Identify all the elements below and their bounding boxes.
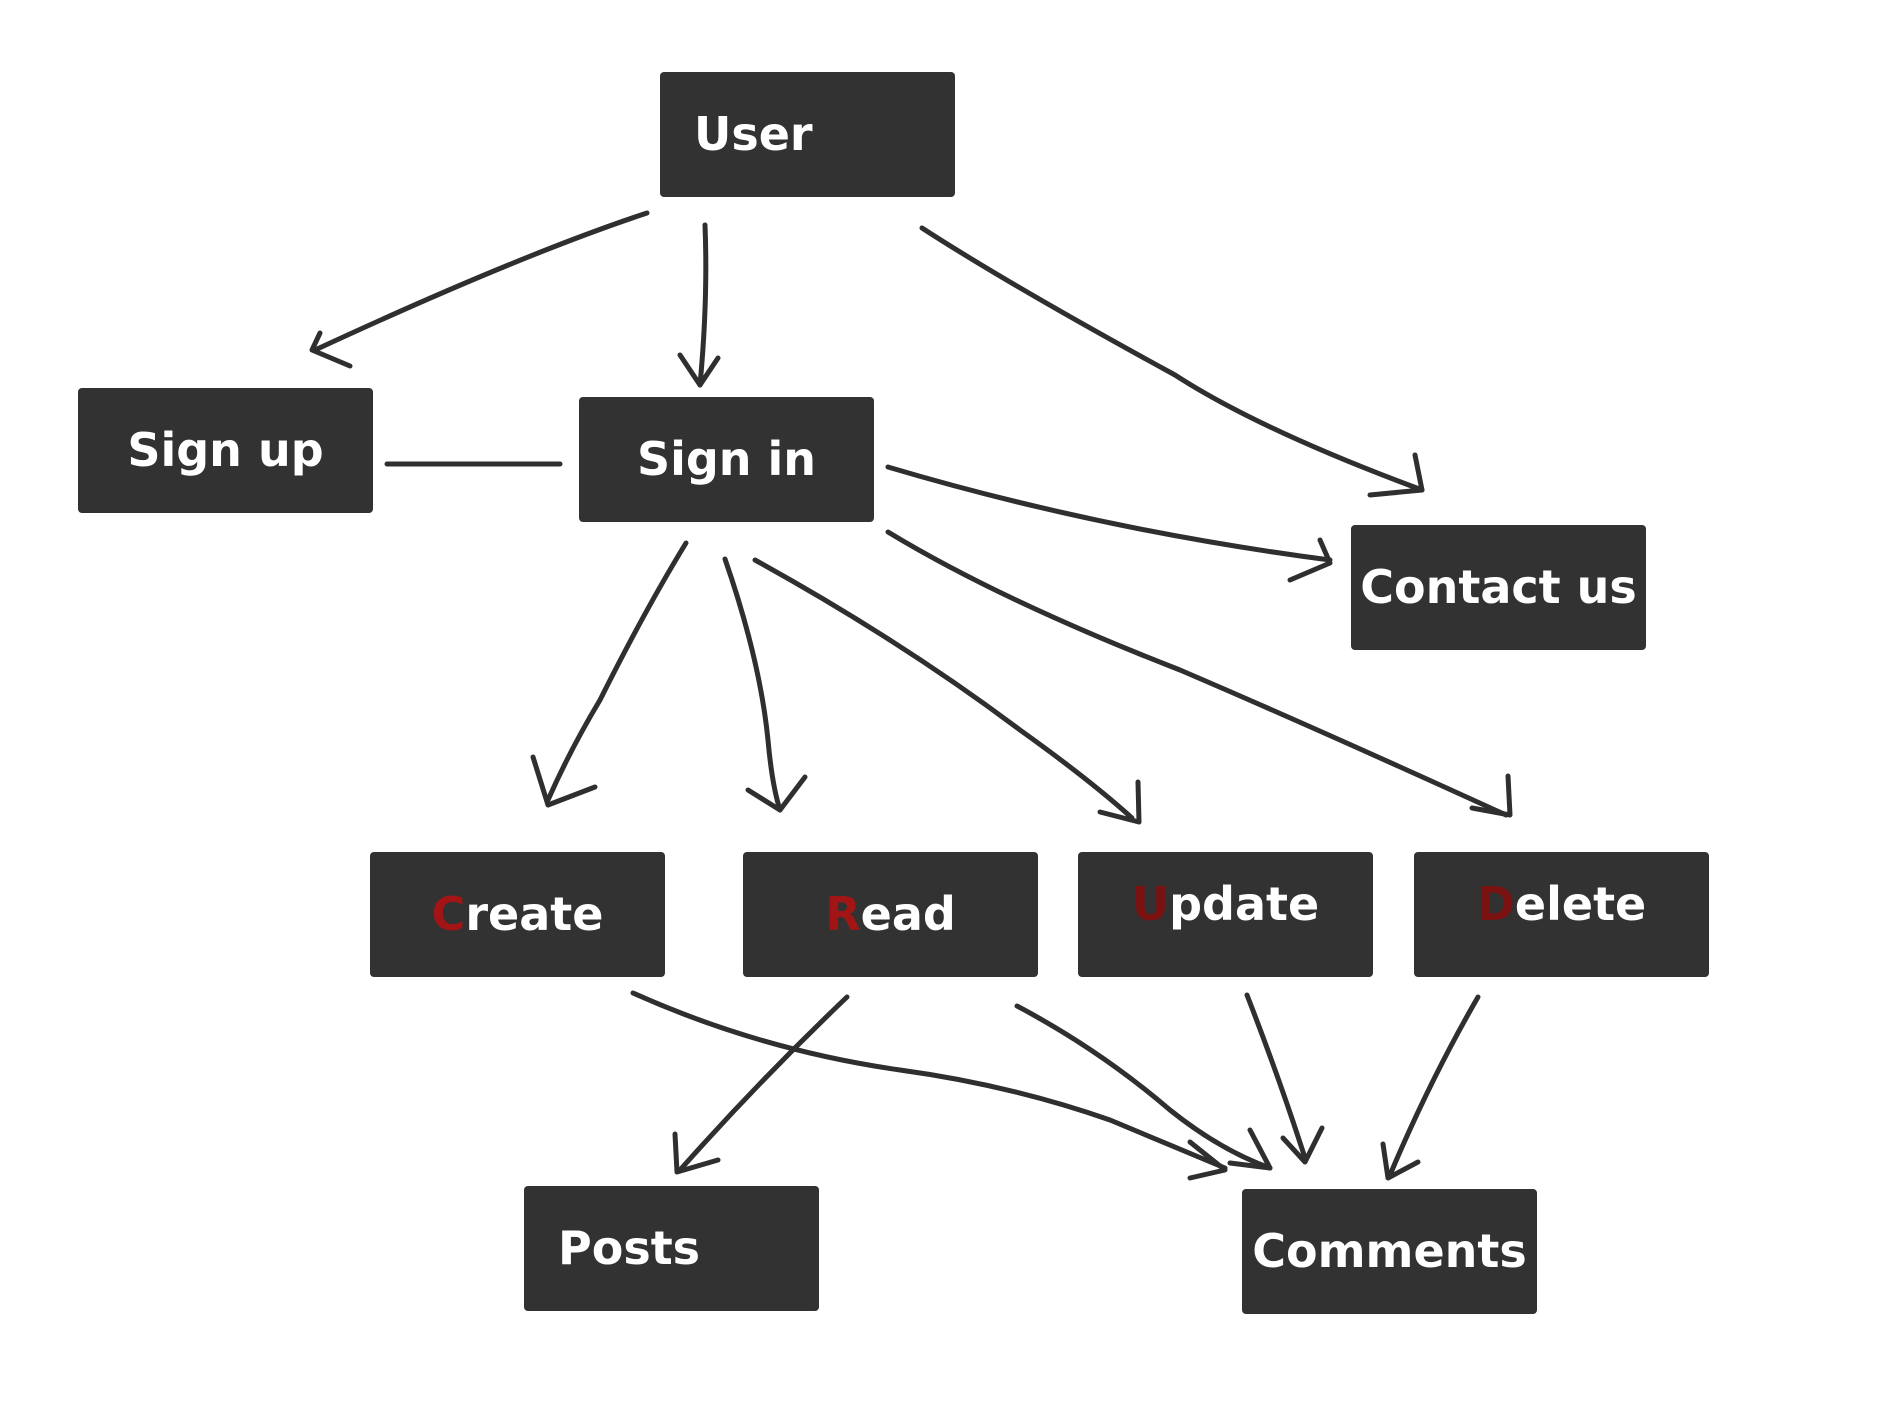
node-contact-us: Contact us xyxy=(1351,525,1646,650)
node-update: Update xyxy=(1078,852,1373,977)
edge-signin-to-contact xyxy=(885,464,1333,563)
edge-read-to-comments xyxy=(1014,1003,1273,1171)
node-comments-label: Comments xyxy=(1252,1224,1527,1278)
node-posts-label: Posts xyxy=(558,1221,701,1275)
edge-user-to-contact-arrowhead xyxy=(1367,452,1425,498)
edge-signin-to-delete xyxy=(885,529,1509,818)
edge-create-to-comments xyxy=(630,990,1228,1171)
edge-delete-to-comments-arrowhead xyxy=(1380,1141,1421,1181)
edge-update-to-comments xyxy=(1244,992,1308,1161)
node-comments: Comments xyxy=(1242,1189,1537,1314)
node-create-initial: C xyxy=(431,887,466,941)
edge-signin-to-create-arrowhead xyxy=(530,754,598,808)
edge-update-to-comments-arrowhead xyxy=(1280,1125,1325,1165)
node-update-rest: pdate xyxy=(1169,877,1320,931)
node-sign-in-label: Sign in xyxy=(636,432,817,486)
edge-signin-to-contact-arrowhead xyxy=(1287,537,1333,583)
edge-user-to-signup-arrowhead xyxy=(309,330,353,369)
edge-signin-to-update-arrowhead xyxy=(1097,779,1142,825)
node-create-rest: reate xyxy=(465,887,604,941)
node-read-initial: R xyxy=(825,887,861,941)
edge-delete-to-comments xyxy=(1387,994,1481,1178)
edge-user-to-signin xyxy=(697,222,709,388)
node-delete-initial: D xyxy=(1476,877,1515,931)
edge-user-to-signin-arrowhead xyxy=(677,352,721,388)
node-read-rest: ead xyxy=(860,887,956,941)
edge-read-to-posts xyxy=(677,994,850,1173)
edge-user-to-contact xyxy=(919,225,1425,493)
node-update-initial: U xyxy=(1131,877,1170,931)
node-contact-us-label: Contact us xyxy=(1360,560,1637,614)
node-read: Read xyxy=(743,852,1038,977)
edge-read-to-posts-arrowhead xyxy=(672,1131,721,1175)
edge-signin-to-read xyxy=(722,556,783,813)
node-sign-up-label: Sign up xyxy=(127,423,324,477)
edge-read-to-comments-arrowhead xyxy=(1227,1127,1273,1171)
node-sign-up: Sign up xyxy=(78,388,373,513)
node-user: User xyxy=(660,72,955,197)
node-delete: Delete xyxy=(1414,852,1709,977)
edge-signin-to-update xyxy=(752,557,1135,821)
edge-user-to-signup xyxy=(312,210,650,353)
node-create: Create xyxy=(370,852,665,977)
node-sign-in: Sign in xyxy=(579,397,874,522)
node-delete-rest: elete xyxy=(1514,877,1647,931)
node-user-label: User xyxy=(694,107,813,161)
node-posts: Posts xyxy=(524,1186,819,1311)
edge-signin-to-delete-arrowhead xyxy=(1469,773,1513,818)
edge-create-to-comments-arrowhead xyxy=(1187,1139,1228,1181)
edge-signin-to-read-arrowhead xyxy=(745,774,808,813)
edge-signin-to-create xyxy=(545,540,689,803)
